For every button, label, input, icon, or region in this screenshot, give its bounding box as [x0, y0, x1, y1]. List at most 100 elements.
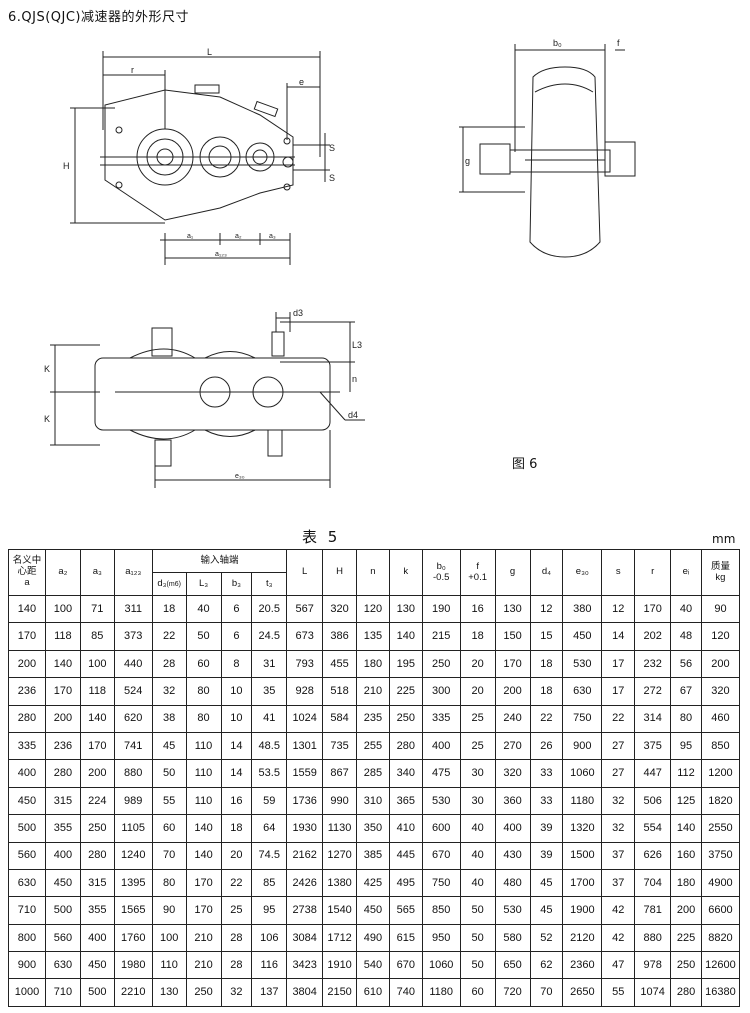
table-cell: 450 — [44, 868, 81, 898]
table-cell: 315 — [44, 786, 81, 816]
table-cell: 850 — [421, 896, 461, 925]
table-cell: 14 — [220, 731, 253, 761]
table-cell: 1760 — [113, 923, 153, 953]
table-cell: 22 — [601, 704, 636, 733]
table-cell: 18 — [459, 622, 496, 651]
table-cell: 28 — [220, 923, 253, 953]
table-cell: 17 — [601, 677, 636, 706]
table-cell: 140 — [79, 704, 115, 733]
table-cell: 500 — [44, 896, 81, 925]
table-cell: 280 — [388, 731, 423, 761]
table-cell: 720 — [494, 978, 531, 1007]
table-cell: 195 — [388, 649, 423, 679]
table-cell: 1180 — [562, 786, 603, 816]
table-cell: 314 — [634, 704, 672, 733]
table-cell: 355 — [79, 896, 115, 925]
table-cell: 460 — [700, 704, 741, 733]
table-cell: 360 — [494, 786, 531, 816]
table-cell: 137 — [251, 978, 288, 1007]
table-cell: 350 — [356, 814, 390, 843]
table-cell: 32 — [601, 786, 636, 816]
table-cell: 80 — [185, 677, 222, 706]
table-cell: 1130 — [322, 814, 358, 843]
table-cell: 110 — [185, 731, 222, 761]
col-L: L — [286, 549, 324, 596]
table-cell: 30 — [459, 759, 496, 788]
table-cell: 20 — [459, 677, 496, 706]
table-cell: 250 — [388, 704, 423, 733]
table-cell: 42 — [601, 896, 636, 925]
document-heading: 6.QJS(QJC)减速器的外形尺寸 — [8, 10, 190, 25]
table-cell: 200 — [44, 704, 81, 733]
table-cell: 400 — [8, 759, 46, 788]
col-s: s — [601, 549, 636, 596]
table-cell: 38 — [151, 704, 187, 733]
table-cell: 506 — [634, 786, 672, 816]
table-cell: 989 — [113, 786, 153, 816]
dim-label-S-lower: S — [329, 173, 335, 183]
table-cell: 8820 — [700, 923, 741, 953]
table-cell: 530 — [421, 786, 461, 816]
table-cell: 53.5 — [251, 759, 288, 788]
table-cell: 310 — [356, 786, 390, 816]
table-cell: 80 — [185, 704, 222, 733]
table-cell: 180 — [670, 868, 702, 898]
table-cell: 530 — [494, 896, 531, 925]
dim-label-K-lower: K — [44, 414, 50, 424]
table-cell: 59 — [251, 786, 288, 816]
table-cell: 225 — [388, 677, 423, 706]
table-cell: 52 — [529, 923, 564, 953]
table-cell: 40 — [459, 868, 496, 898]
table-cell: 37 — [601, 868, 636, 898]
table-cell: 140 — [185, 814, 222, 843]
table-cell: 900 — [562, 731, 603, 761]
table-cell: 2738 — [286, 896, 324, 925]
dim-label-H: H — [63, 161, 70, 171]
table-cell: 1980 — [113, 951, 153, 980]
table-cell: 106 — [251, 923, 288, 953]
table-cell: 95 — [251, 896, 288, 925]
table-cell: 50 — [459, 951, 496, 980]
dim-label-a1: a₁ — [187, 233, 194, 240]
table-cell: 670 — [421, 841, 461, 870]
table-cell: 1060 — [421, 951, 461, 980]
table-cell: 16 — [459, 594, 496, 624]
dim-label-L3: L3 — [352, 340, 362, 350]
table-cell: 116 — [251, 951, 288, 980]
table-cell: 2120 — [562, 923, 603, 953]
col-f: f+0.1 — [459, 549, 496, 596]
table-cell: 70 — [529, 978, 564, 1007]
col-t3: t₃ — [251, 572, 288, 596]
table-cell: 118 — [79, 677, 115, 706]
table-cell: 35 — [251, 677, 288, 706]
table-cell: 928 — [286, 677, 324, 706]
table-cell: 31 — [251, 649, 288, 679]
table-cell: 240 — [494, 704, 531, 733]
table-cell: 1900 — [562, 896, 603, 925]
table-cell: 978 — [634, 951, 672, 980]
dim-label-r: r — [131, 65, 134, 75]
table-cell: 270 — [494, 731, 531, 761]
table-cell: 6600 — [700, 896, 741, 925]
table-cell: 6 — [220, 594, 253, 624]
table-cell: 60 — [459, 978, 496, 1007]
table-cell: 10 — [220, 677, 253, 706]
table-cell: 560 — [8, 841, 46, 870]
table-cell: 47 — [601, 951, 636, 980]
table-cell: 62 — [529, 951, 564, 980]
table-cell: 355 — [44, 814, 81, 843]
table-cell: 373 — [113, 622, 153, 651]
col-L3: L₃ — [185, 572, 222, 596]
table-cell: 2650 — [562, 978, 603, 1007]
table-cell: 1074 — [634, 978, 672, 1007]
table-cell: 1180 — [421, 978, 461, 1007]
dim-label-S-upper: S — [329, 143, 335, 153]
table-cell: 48.5 — [251, 731, 288, 761]
table-cell: 33 — [529, 759, 564, 788]
table-cell: 16380 — [700, 978, 741, 1007]
table-cell: 50 — [151, 759, 187, 788]
table-cell: 32 — [151, 677, 187, 706]
col-a3: a₃ — [79, 549, 115, 596]
